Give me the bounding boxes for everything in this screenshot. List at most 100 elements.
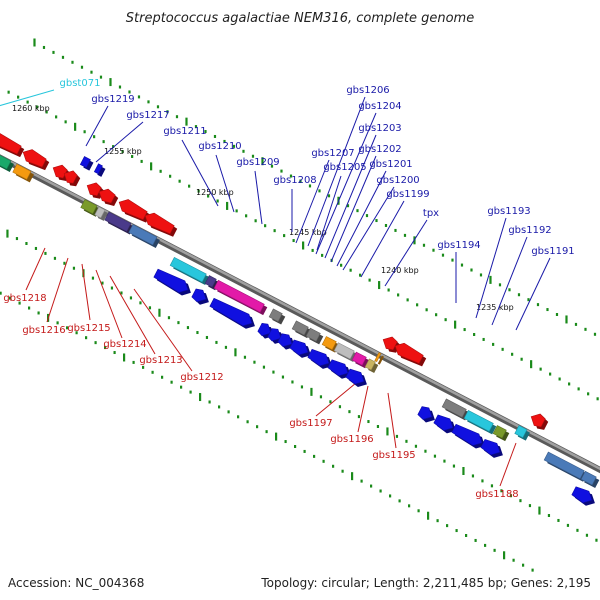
reverse-gene-arrow-0 — [0, 133, 25, 158]
gene-block-20 — [305, 327, 324, 345]
scale-label: 1260 kbp — [12, 104, 50, 113]
forward-gene-arrow-12-body — [451, 423, 483, 446]
reverse-gene-leader — [499, 442, 517, 487]
reverse-gene-arrow-10 — [530, 413, 549, 430]
reverse-gene-leader — [95, 269, 123, 339]
forward-gene-label: gbs1207 — [311, 148, 354, 159]
forward-gene-leader — [336, 170, 387, 267]
reverse-gene-arrow-1 — [22, 149, 50, 171]
forward-gene-leader — [491, 236, 528, 326]
gene-block-rev-11-shadow — [83, 159, 94, 171]
accession-text: Accession: NC_004368 — [8, 576, 144, 590]
reverse-gene-label: gbs1213 — [139, 355, 182, 366]
forward-gene-label: gbs1209 — [236, 157, 279, 168]
reverse-gene-arrow-0-body — [0, 133, 22, 155]
forward-gene-arrow-4-body — [267, 328, 282, 342]
gene-block-15 — [169, 256, 210, 285]
scale-label: 1255 kbp — [104, 147, 142, 156]
forward-gene-leader — [215, 154, 235, 213]
scale-label: 1250 kbp — [196, 188, 234, 197]
reverse-gene-leader — [46, 257, 69, 323]
reverse-gene-leader — [357, 385, 369, 433]
forward-gene-label: gbs1205 — [323, 162, 366, 173]
scale-label: 1240 kbp — [381, 266, 419, 275]
forward-gene-arrow-0-body — [153, 268, 189, 293]
forward-gene-leader — [95, 121, 144, 163]
reverse-gene-leader — [315, 382, 357, 417]
forward-gene-arrow-14 — [571, 486, 595, 506]
reverse-gene-leader — [133, 288, 193, 372]
gene-labels: gbs1219gbs1217gbs1211gbs1210gbs1209gbs12… — [3, 78, 574, 500]
gene-block-15-body — [169, 256, 207, 283]
forward-gene-label: gbs1219 — [91, 94, 134, 105]
gene-block-rev-16 — [94, 206, 108, 221]
gene-block-27-body — [492, 425, 507, 439]
forward-gene-leader — [384, 219, 428, 287]
forward-gene-leader — [316, 175, 342, 251]
forward-gene-leader — [85, 105, 109, 147]
forward-gene-arrow-13-body — [480, 439, 501, 456]
reverse-gene-label: gbs1196 — [330, 434, 373, 445]
forward-gene-arrow-13 — [480, 439, 503, 458]
gene-block-28 — [543, 451, 588, 482]
gene-block-25 — [441, 398, 470, 421]
forward-gene-leader — [181, 139, 219, 207]
forward-gene-leader — [342, 186, 395, 271]
forward-gene-label: gbs1191 — [531, 246, 574, 257]
gene-block-16 — [204, 275, 220, 291]
forward-gene-arrow-2-body — [209, 297, 253, 327]
forward-gene-arrow-12 — [451, 423, 485, 449]
gene-block-rev-12-body — [93, 163, 103, 175]
forward-gene-label: gbs1211 — [163, 126, 206, 137]
reverse-gene-arrow-7-body — [144, 212, 175, 235]
label-leader-lines — [0, 89, 551, 487]
reverse-gene-arrow-3-body — [63, 170, 78, 184]
forward-gene-label: gbs1206 — [346, 85, 389, 96]
reverse-gene-leader — [387, 392, 397, 449]
gene-block-rev-16-shadow — [97, 209, 108, 221]
reverse-gene-leader — [25, 247, 46, 291]
gene-block-rev-19 — [374, 352, 384, 365]
gene-block-rev-19-shadow — [377, 355, 384, 365]
reverse-gene-label: gbs1218 — [3, 293, 46, 304]
reverse-gene-label: gbs1212 — [180, 372, 223, 383]
forward-gene-arrow-8-body — [327, 359, 349, 377]
forward-gene-arrow-7 — [307, 348, 332, 369]
forward-gene-leader — [295, 159, 330, 244]
gene-block-18 — [268, 308, 286, 325]
gene-features — [0, 133, 600, 506]
gene-block-rev-16-body — [94, 206, 106, 219]
gene-block-rev-19-body — [374, 352, 382, 363]
forward-gene-arrow-1 — [191, 288, 209, 305]
gene-block-rev-20-body — [514, 425, 528, 439]
reverse-gene-label: gbs1188 — [475, 489, 518, 500]
reverse-gene-arrow-1-body — [22, 149, 47, 168]
forward-gene-arrow-6-body — [289, 339, 309, 356]
forward-gene-label: gbs1192 — [508, 225, 551, 236]
forward-gene-label: gbs1194 — [437, 240, 480, 251]
other-feature-label: gbst071 — [60, 78, 101, 89]
forward-gene-leader — [315, 112, 377, 255]
gene-block-rev-17-body — [104, 211, 132, 232]
genome-summary-text: Topology: circular; Length: 2,211,485 bp… — [260, 576, 591, 590]
forward-gene-arrow-2 — [209, 297, 255, 329]
gene-block-rev-14 — [12, 163, 34, 183]
reverse-gene-arrow-5 — [98, 188, 119, 207]
gene-block-23 — [351, 351, 370, 369]
forward-gene-leader — [324, 134, 377, 259]
gene-block-21-body — [321, 336, 337, 351]
forward-gene-leader — [254, 170, 263, 225]
forward-gene-arrow-7-body — [307, 348, 330, 367]
forward-gene-leader — [515, 257, 551, 331]
gene-block-26-body — [463, 409, 494, 432]
forward-gene-leader — [360, 200, 405, 278]
forward-gene-leader — [475, 217, 507, 319]
gene-block-26 — [463, 409, 497, 435]
forward-gene-arrow-5-body — [277, 333, 293, 347]
gene-block-rev-14-body — [12, 163, 32, 180]
forward-gene-arrow-1-body — [191, 288, 207, 303]
forward-gene-label: gbs1202 — [358, 144, 401, 155]
gene-block-17 — [213, 279, 268, 316]
